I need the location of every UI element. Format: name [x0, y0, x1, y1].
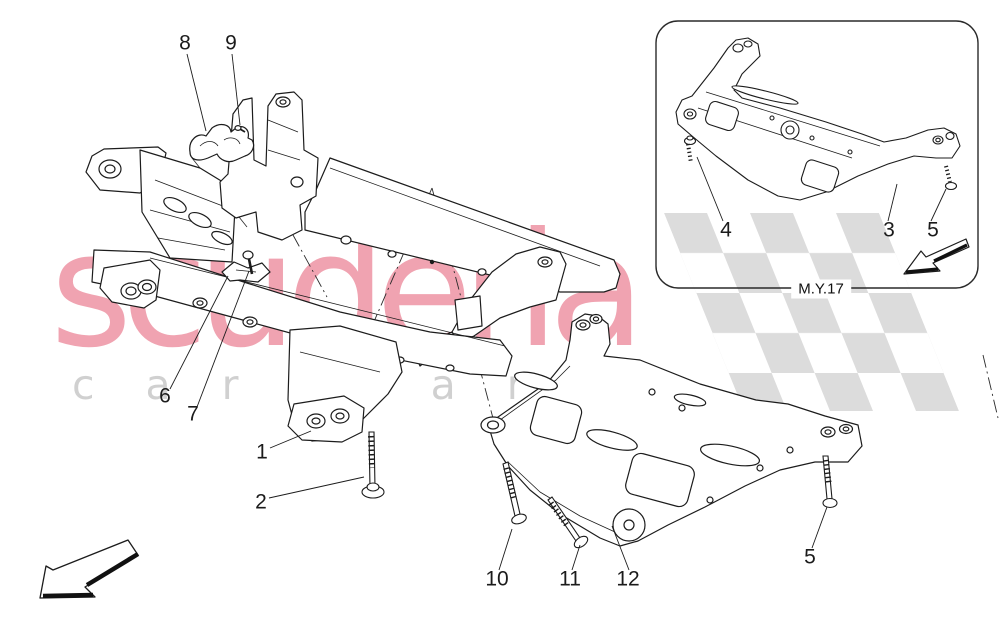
model-year-label: M.Y.17 [791, 279, 851, 299]
callout-label: 2 [255, 490, 267, 514]
inset-direction-arrow-icon [903, 238, 970, 275]
checkered-flag-watermark [664, 213, 959, 411]
callout-label: 5 [804, 545, 816, 569]
fastener-bolts [361, 431, 838, 549]
callout-leader-lines [169, 53, 947, 571]
inset-panel [655, 20, 979, 289]
callout-label: 9 [225, 31, 237, 55]
callout-label: 11 [559, 567, 581, 591]
callout-label: 8 [179, 31, 191, 55]
cross-member-drawing [675, 37, 961, 201]
callout-label: 12 [616, 567, 640, 591]
callout-label: 4 [720, 218, 732, 242]
callout-label: 1 [256, 440, 268, 464]
front-subframe-drawing [85, 91, 621, 443]
under-tray-drawing [480, 313, 863, 547]
callout-label: 3 [883, 218, 895, 242]
callout-label: 6 [159, 384, 171, 408]
callout-label: 5 [927, 218, 939, 242]
main-direction-arrow-icon [39, 539, 140, 599]
callout-label: 10 [485, 567, 509, 591]
callout-label: 7 [187, 402, 199, 426]
